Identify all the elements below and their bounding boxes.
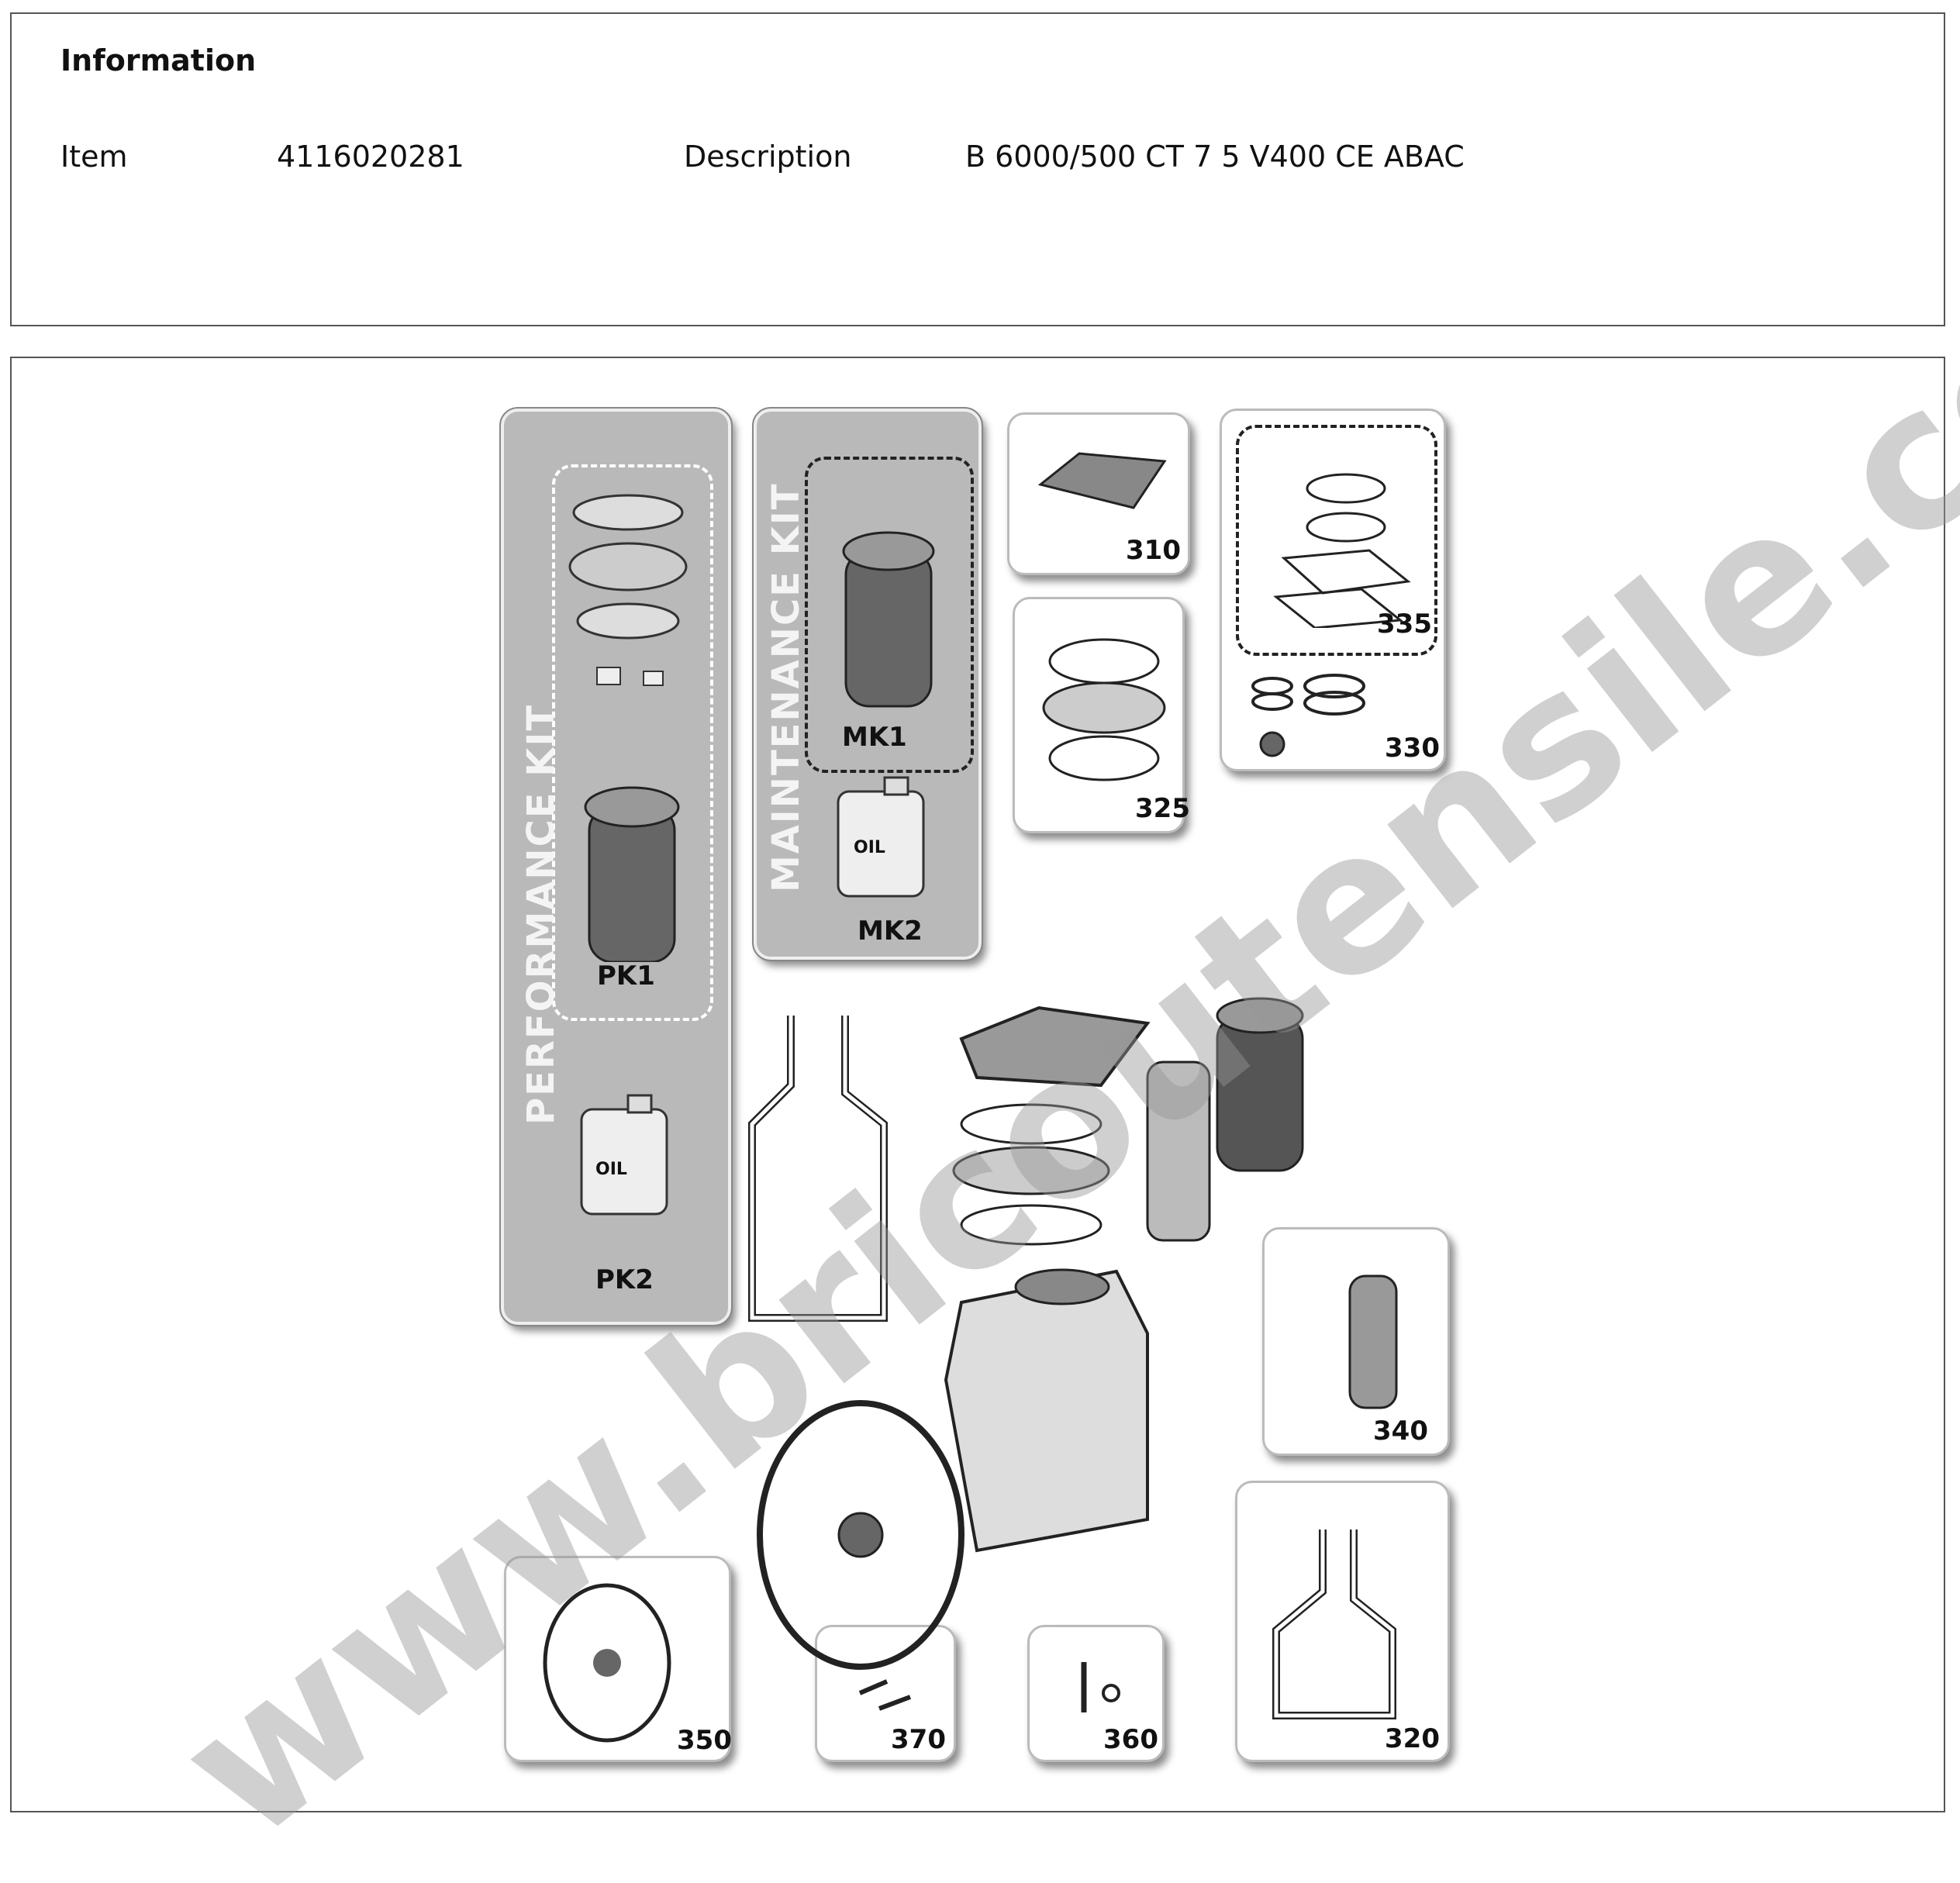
intercooler-pipe-icon <box>1348 1274 1398 1409</box>
part-320-panel[interactable]: 320 <box>1235 1481 1450 1762</box>
part-335-dashed-group <box>1236 425 1437 656</box>
valve-plate-gaskets-icon <box>1042 638 1166 781</box>
part-340-panel[interactable]: 340 <box>1262 1227 1450 1456</box>
maintenance-kit-title: MAINTENANCE KIT <box>764 482 808 893</box>
performance-kit-title: PERFORMANCE KIT <box>519 703 563 1125</box>
frame-bracket-icon <box>1272 1530 1396 1719</box>
part-310-panel[interactable]: 310 <box>1007 412 1190 575</box>
part-320-label: 320 <box>1385 1723 1440 1754</box>
part-330-label: 330 <box>1385 733 1440 764</box>
performance-kit-panel[interactable]: PERFORMANCE KIT PK1 OIL PK2 <box>499 407 733 1326</box>
description-label: Description <box>684 140 852 174</box>
mk1-label: MK1 <box>842 722 907 753</box>
part-335-330-panel[interactable]: 335 330 <box>1220 409 1446 771</box>
part-325-panel[interactable]: 325 <box>1013 597 1190 833</box>
information-heading: Information <box>60 43 257 78</box>
mk2-oil-can-icon <box>837 776 925 898</box>
part-310-label: 310 <box>1126 535 1181 566</box>
part-370-label: 370 <box>891 1724 946 1755</box>
mk2-oil-text: OIL <box>854 838 885 857</box>
compressor-exploded-view <box>748 997 1304 1670</box>
cylinder-head-icon <box>1037 452 1167 509</box>
piston-rings-icon <box>1251 674 1365 757</box>
information-panel: Information Item 4116020281 Description … <box>10 12 1945 326</box>
mk1-dashed-group <box>805 457 974 773</box>
mk1-air-filter-icon <box>842 531 935 708</box>
part-350-panel[interactable]: 350 <box>504 1556 732 1762</box>
mk2-label: MK2 <box>858 916 923 947</box>
part-370-panel[interactable]: 370 <box>815 1625 956 1762</box>
pk2-oil-can-icon <box>580 1094 668 1216</box>
pk1-dashed-group <box>552 464 713 1021</box>
pins-icon <box>858 1679 912 1711</box>
part-340-label: 340 <box>1373 1416 1428 1447</box>
part-335-label: 335 <box>1377 609 1432 640</box>
pk1-parts-icon <box>568 494 688 962</box>
pulley-flywheel-icon <box>543 1583 671 1743</box>
item-value: 4116020281 <box>277 140 464 174</box>
bolt-washer-icon <box>1081 1662 1120 1712</box>
description-value: B 6000/500 CT 7 5 V400 CE ABAC <box>965 140 1465 174</box>
maintenance-kit-panel[interactable]: MAINTENANCE KIT MK1 OIL MK2 <box>752 407 983 961</box>
item-label: Item <box>60 140 128 174</box>
part-360-label: 360 <box>1103 1724 1158 1755</box>
pk2-oil-text: OIL <box>595 1160 627 1179</box>
gasket-set-icon <box>1273 473 1411 628</box>
pk1-label: PK1 <box>597 960 655 992</box>
part-350-label: 350 <box>677 1725 732 1756</box>
part-360-panel[interactable]: 360 <box>1027 1625 1165 1762</box>
pk2-label: PK2 <box>595 1264 654 1295</box>
part-325-label: 325 <box>1135 793 1190 824</box>
